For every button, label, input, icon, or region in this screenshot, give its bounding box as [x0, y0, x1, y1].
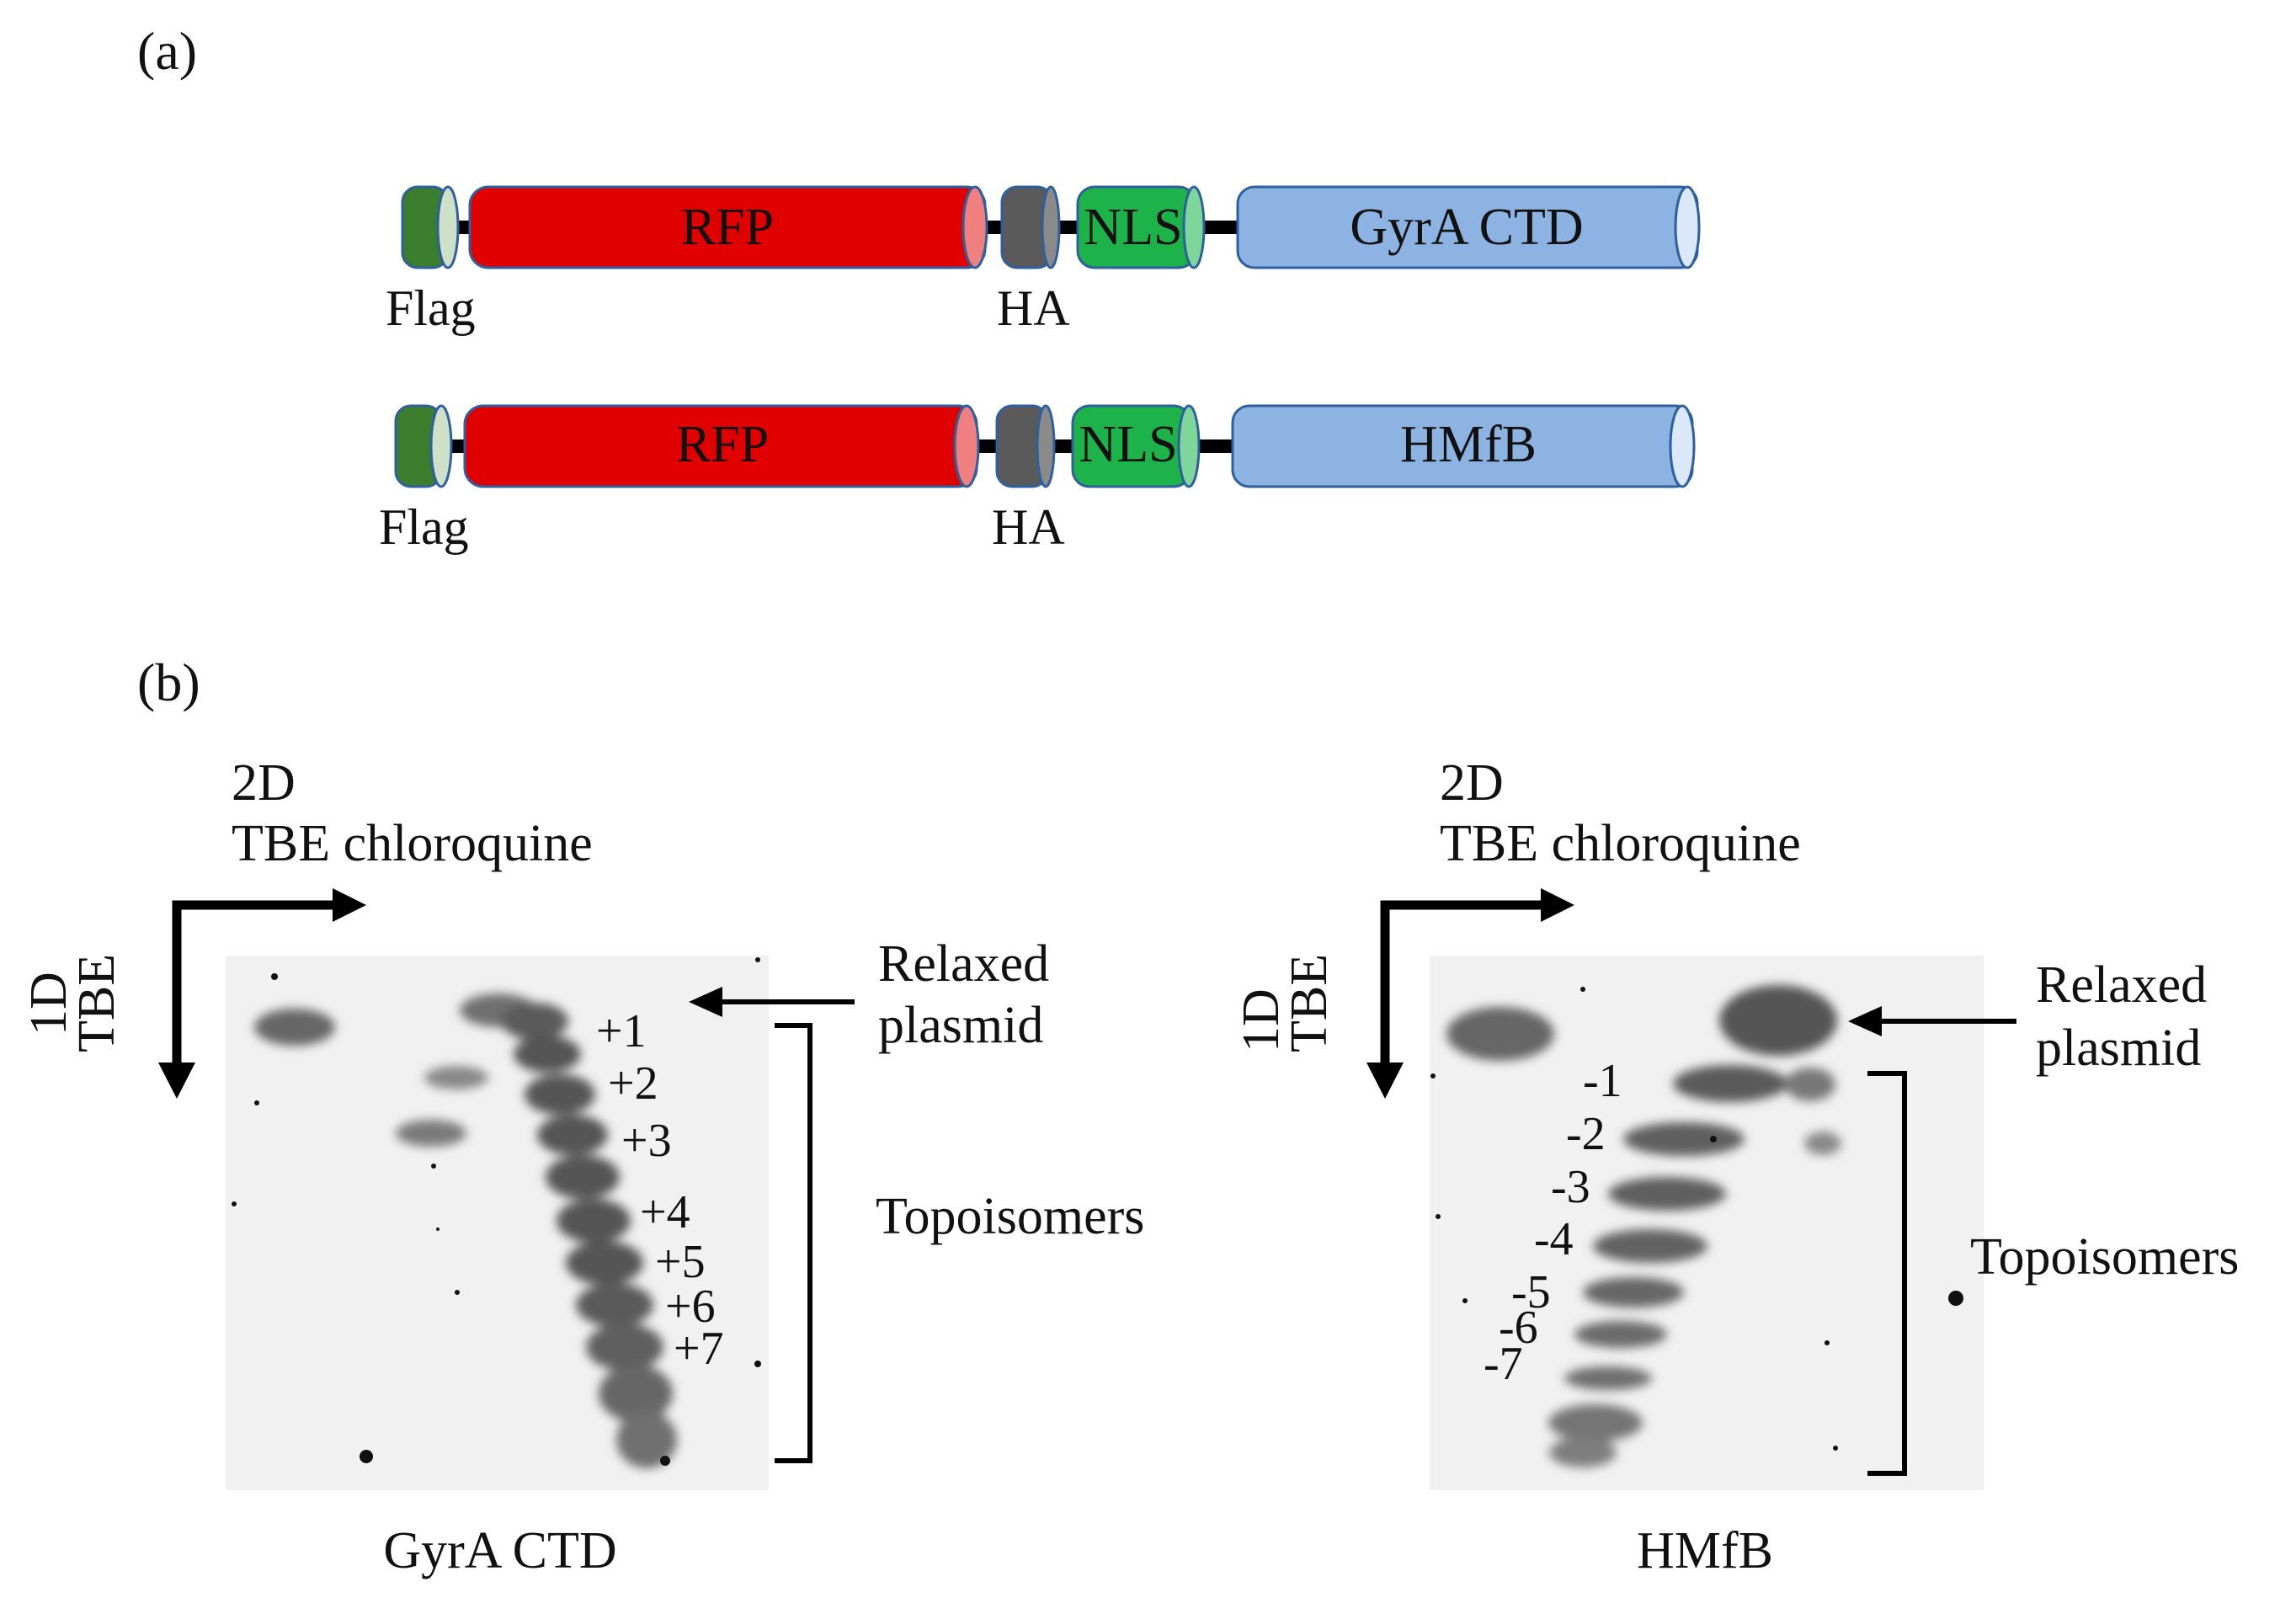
gel-specks	[1430, 987, 1963, 1451]
relaxed-label: plasmid	[2036, 1020, 2201, 1077]
fusion-label: HMfB	[1400, 416, 1537, 473]
topoisomer-label: +6	[665, 1281, 716, 1333]
topoisomer-label: -7	[1484, 1338, 1523, 1390]
ha-segment	[1000, 185, 1061, 269]
fusion-label: GyrA CTD	[1350, 199, 1583, 256]
rfp-label: RFP	[676, 416, 769, 473]
gel-image	[226, 956, 769, 1490]
relaxed-arrow	[689, 987, 855, 1017]
ha-tag-label: HA	[997, 280, 1070, 336]
nls-segment: NLS	[1071, 404, 1201, 488]
gel-bands	[1446, 985, 1841, 1467]
topoisomer-label: -5	[1511, 1266, 1551, 1318]
topoisomer-label: -3	[1551, 1161, 1590, 1213]
gel-caption: HMfB	[1637, 1522, 1773, 1579]
topoisomer-label: -1	[1583, 1055, 1622, 1107]
topoisomer-labels: +1 +2 +3 +4 +5 +6 +7	[596, 1005, 724, 1375]
gel-specks	[232, 957, 761, 1466]
gel-caption: GyrA CTD	[383, 1522, 616, 1579]
flag-segment	[401, 185, 460, 269]
relaxed-label: Relaxed	[2036, 956, 2207, 1014]
construct-hmfb: RFP NLS HMfB Flag HA	[379, 404, 1696, 555]
dim1-label: 1D	[1233, 988, 1290, 1052]
fusion-segment: HMfB	[1231, 404, 1696, 488]
gel-gyra-ctd: 2D TBE chloroquine 1D TBE	[20, 754, 1144, 1579]
topoisomer-label: -6	[1499, 1302, 1538, 1354]
panel-b-label: (b)	[137, 652, 200, 712]
flag-segment	[394, 404, 453, 488]
topoisomer-label: +5	[655, 1236, 706, 1288]
dim2-label: 2D	[232, 754, 296, 812]
relaxed-label: plasmid	[878, 997, 1043, 1054]
topoisomer-label: +4	[640, 1186, 690, 1238]
nls-label: NLS	[1084, 199, 1182, 256]
topoisomer-label: +1	[596, 1005, 647, 1057]
topoisomers-label: Topoisomers	[876, 1188, 1144, 1245]
gel-hmfb: 2D TBE chloroquine 1D TBE	[1233, 754, 2239, 1579]
topoisomer-label: +7	[674, 1323, 724, 1375]
topoisomer-label: -4	[1534, 1213, 1574, 1265]
rfp-segment: RFP	[463, 404, 980, 488]
gel-bands	[254, 993, 677, 1468]
topoisomer-bracket	[775, 1023, 812, 1463]
topoisomer-bracket	[1867, 1071, 1907, 1476]
topoisomer-labels: -1 -2 -3 -4 -5 -6 -7	[1484, 1055, 1622, 1390]
direction-arrows	[158, 888, 366, 1099]
rfp-label: RFP	[681, 199, 774, 256]
rfp-segment: RFP	[468, 185, 988, 269]
topoisomer-label: +2	[608, 1057, 658, 1110]
dim2-buffer-label: TBE chloroquine	[1440, 815, 1801, 872]
nls-label: NLS	[1079, 416, 1177, 473]
dim2-label: 2D	[1440, 754, 1504, 812]
topoisomer-label: -2	[1566, 1108, 1606, 1160]
topoisomers-label: Topoisomers	[1970, 1228, 2239, 1286]
dim2-buffer-label: TBE chloroquine	[232, 815, 593, 872]
ha-segment	[995, 404, 1056, 488]
fusion-segment: GyrA CTD	[1236, 185, 1701, 269]
construct-gyra-ctd: RFP NLS GyrA CTD Flag HA	[386, 185, 1701, 336]
ha-tag-label: HA	[992, 499, 1065, 555]
dim1-buffer-label: TBE	[1281, 954, 1338, 1052]
flag-tag-label: Flag	[386, 280, 476, 336]
panel-a-label: (a)	[137, 21, 197, 81]
topoisomer-label: +3	[621, 1115, 672, 1167]
relaxed-arrow	[1848, 1006, 2016, 1036]
flag-tag-label: Flag	[379, 499, 469, 555]
nls-segment: NLS	[1076, 185, 1206, 269]
dim1-label: 1D	[20, 972, 77, 1036]
direction-arrows	[1366, 888, 1574, 1099]
relaxed-label: Relaxed	[878, 935, 1049, 993]
dim1-buffer-label: TBE	[68, 954, 125, 1052]
